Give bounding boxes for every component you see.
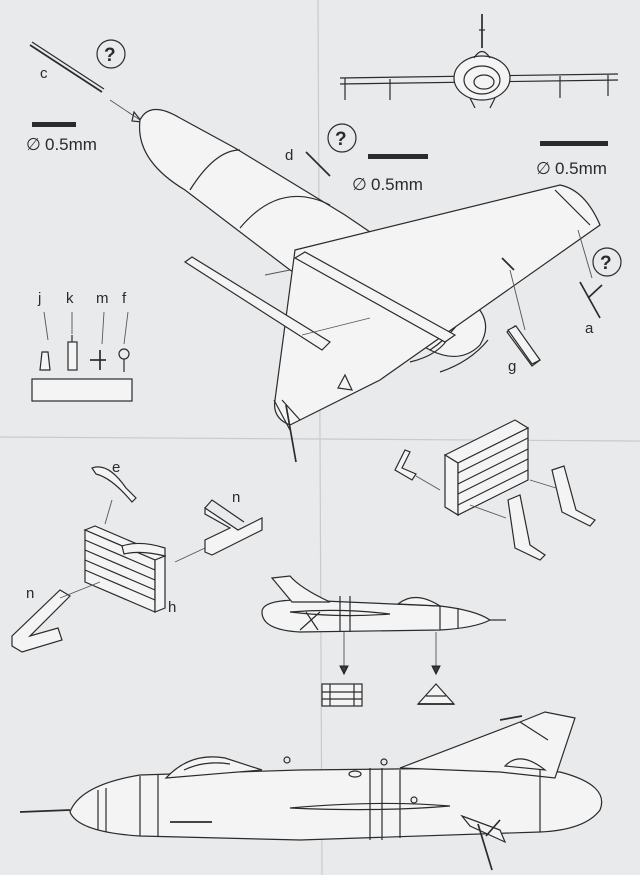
rod-d-diameter: 0.5mm: [371, 175, 423, 194]
part-d-label: d: [285, 147, 293, 164]
part-g-label: g: [508, 358, 516, 375]
rod-right-diameter: 0.5mm: [555, 159, 607, 178]
side-view-small: [261, 575, 506, 707]
svg-text:?: ?: [335, 129, 347, 150]
part-f-label: f: [122, 290, 127, 307]
svg-text:?: ?: [600, 253, 612, 274]
query-mark-wingtip: ?: [592, 247, 622, 277]
rod-sample-c: ∅ 0.5mm: [26, 122, 97, 154]
rod-c-diameter: 0.5mm: [45, 135, 97, 154]
display-stand-right: [394, 419, 596, 561]
part-a-label: a: [585, 320, 594, 337]
part-j-label: j: [37, 290, 41, 307]
part-e-label: e: [112, 459, 120, 476]
display-stand-left: e h n n: [11, 459, 263, 653]
part-a: a: [579, 281, 603, 337]
svg-text:∅: ∅: [536, 159, 551, 178]
isometric-aircraft-assembly: [138, 108, 601, 463]
diameter-symbol: ∅: [26, 135, 41, 154]
svg-text:∅: ∅: [352, 175, 367, 194]
part-c-label: c: [40, 65, 48, 82]
part-c-rod: c: [29, 41, 105, 93]
query-mark-c: ?: [96, 39, 126, 69]
part-h-label: h: [168, 599, 176, 616]
front-view-aircraft: [339, 14, 619, 109]
part-n-label-left: n: [26, 585, 34, 602]
part-d-rod: d: [285, 147, 331, 177]
side-view-large: [19, 711, 603, 871]
rod-sample-right: ∅ 0.5mm: [536, 141, 608, 178]
svg-text:?: ?: [104, 45, 116, 66]
part-g: g: [507, 325, 541, 375]
leader-c: [109, 99, 141, 121]
query-mark-d: ?: [327, 123, 357, 153]
part-n-label-top: n: [232, 489, 240, 506]
small-parts-sprue: j k m f: [31, 290, 133, 402]
part-m-label: m: [96, 290, 109, 307]
rod-sample-d: ∅ 0.5mm: [352, 154, 428, 194]
part-k-label: k: [66, 290, 74, 307]
